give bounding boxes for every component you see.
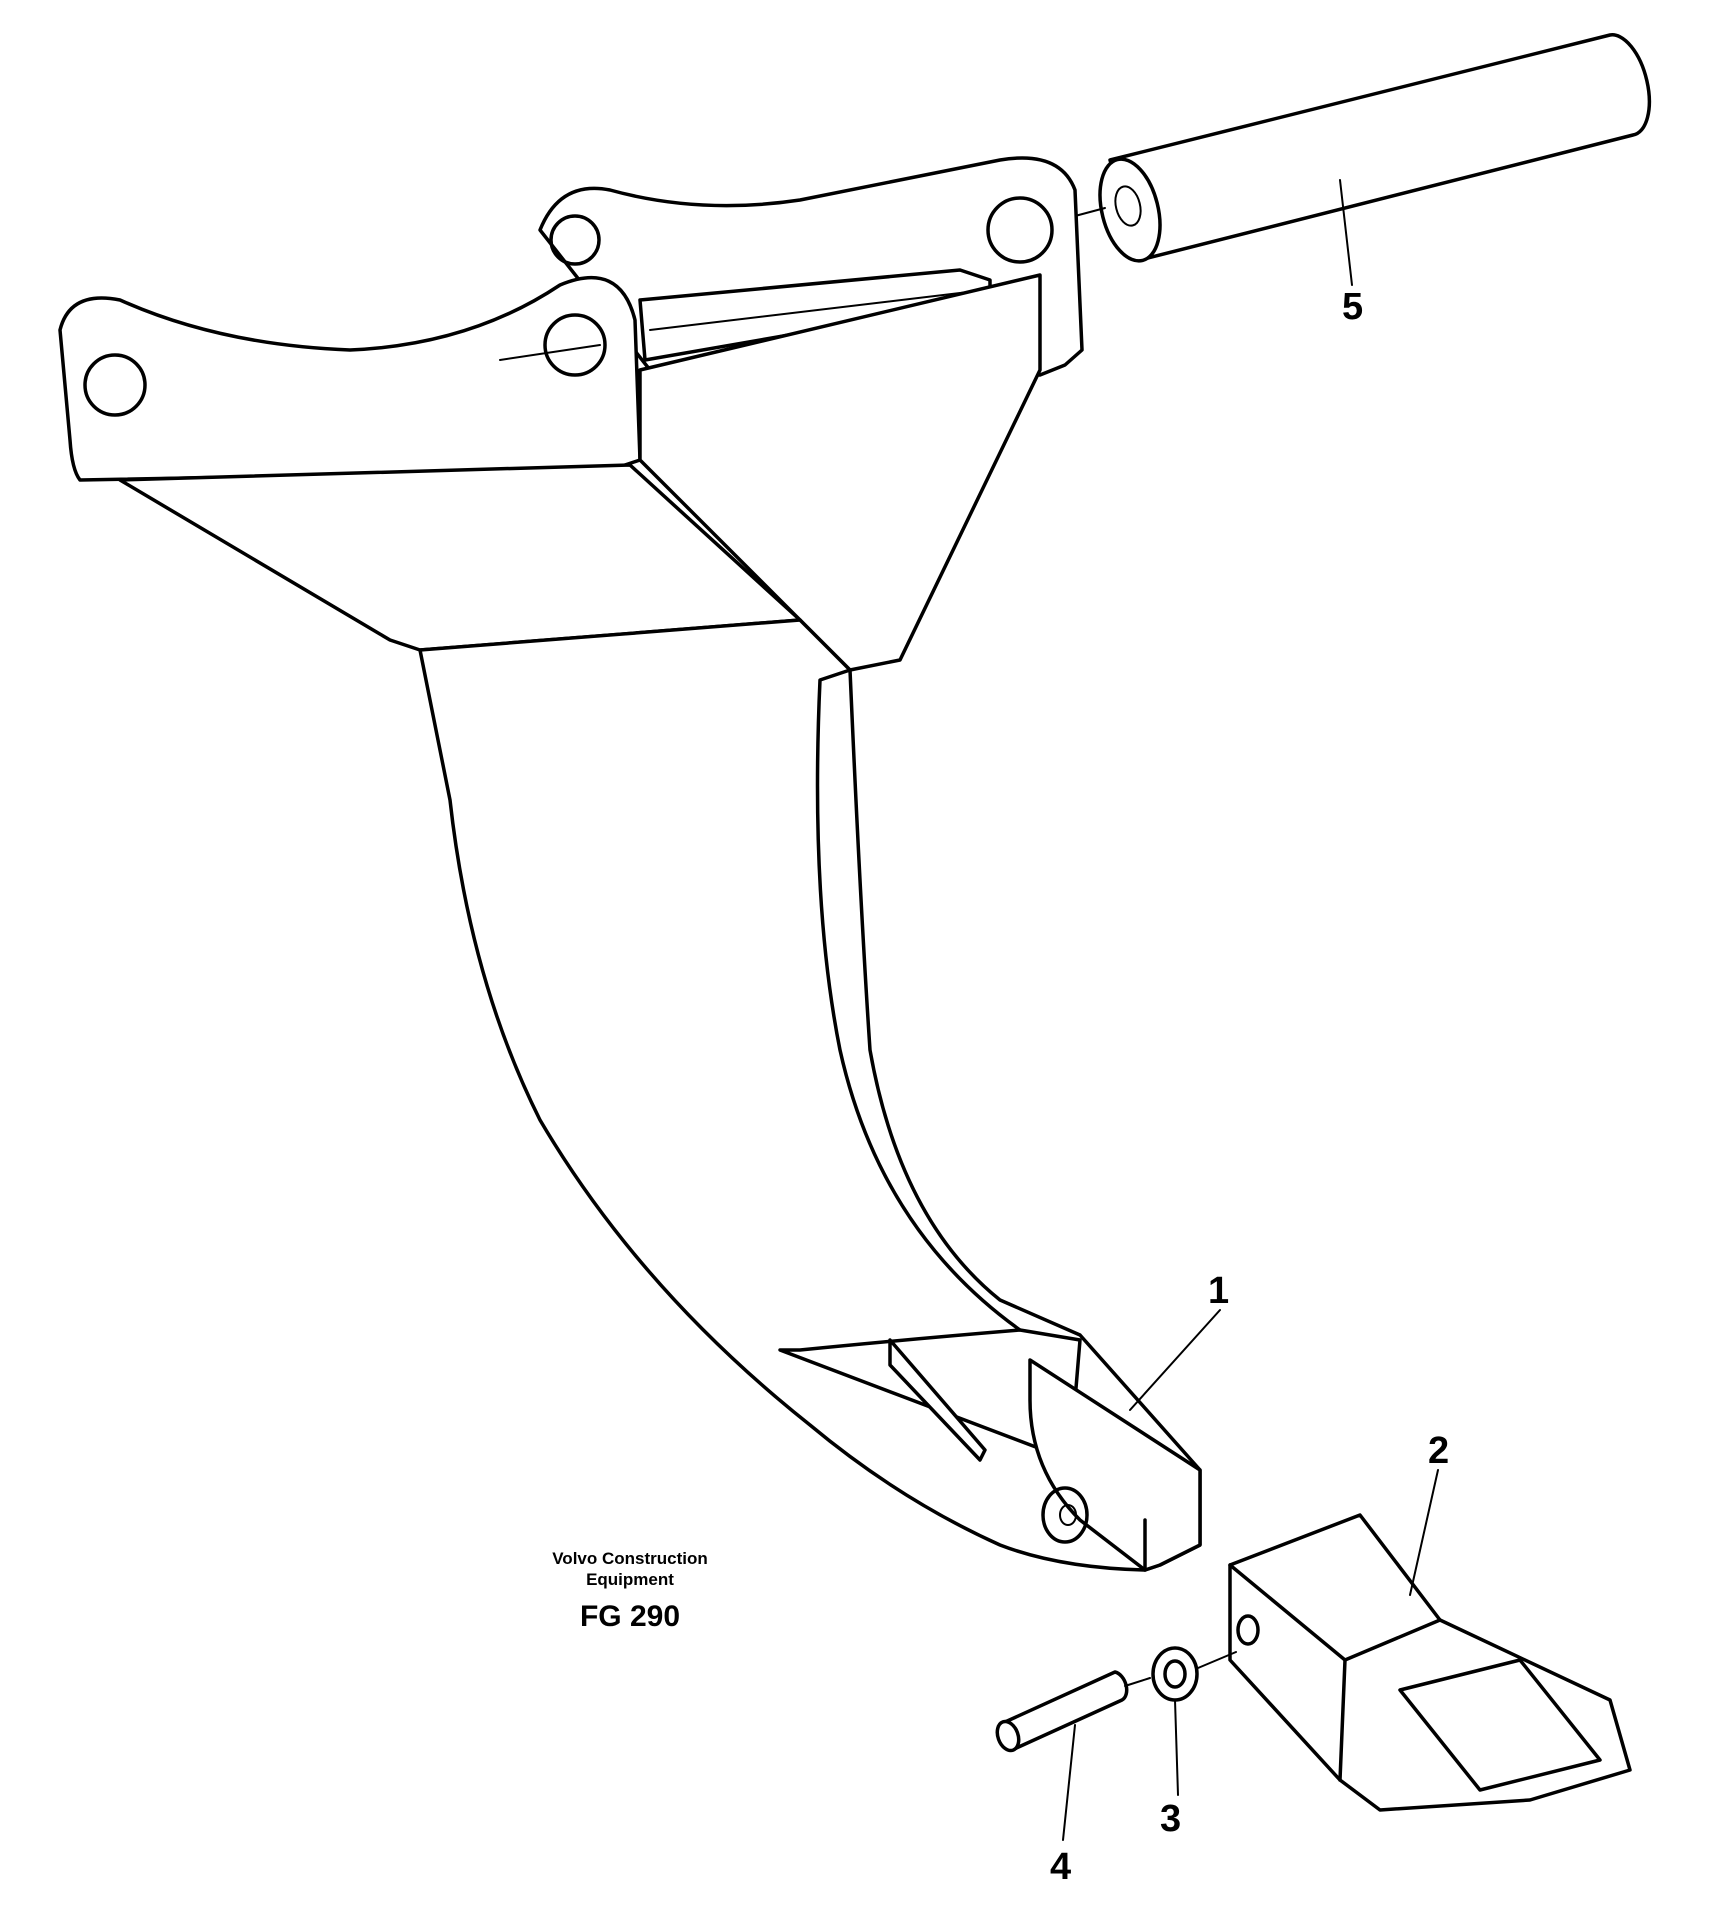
caption-company: Volvo Construction <box>552 1549 708 1568</box>
retainer-pin-part-4 <box>995 1670 1151 1753</box>
caption-figure-code: FG 290 <box>579 1600 681 1633</box>
callout-part-3: 3 <box>1160 1798 1182 1840</box>
callout-part-1: 1 <box>1208 1270 1230 1312</box>
washer-part-3 <box>1151 1646 1237 1702</box>
ripper-shank-part-1 <box>58 156 1202 1572</box>
callout-part-2: 2 <box>1428 1430 1450 1472</box>
caption-company-line2: Equipment <box>586 1570 674 1589</box>
tooth-part-2 <box>1228 1513 1632 1812</box>
leader-lines <box>1062 179 1439 1841</box>
callout-part-5: 5 <box>1342 286 1364 328</box>
figure-caption: Volvo Construction Equipment FG 290 <box>480 1548 780 1634</box>
pin-part-5 <box>1059 33 1652 263</box>
callout-part-4: 4 <box>1050 1846 1072 1888</box>
